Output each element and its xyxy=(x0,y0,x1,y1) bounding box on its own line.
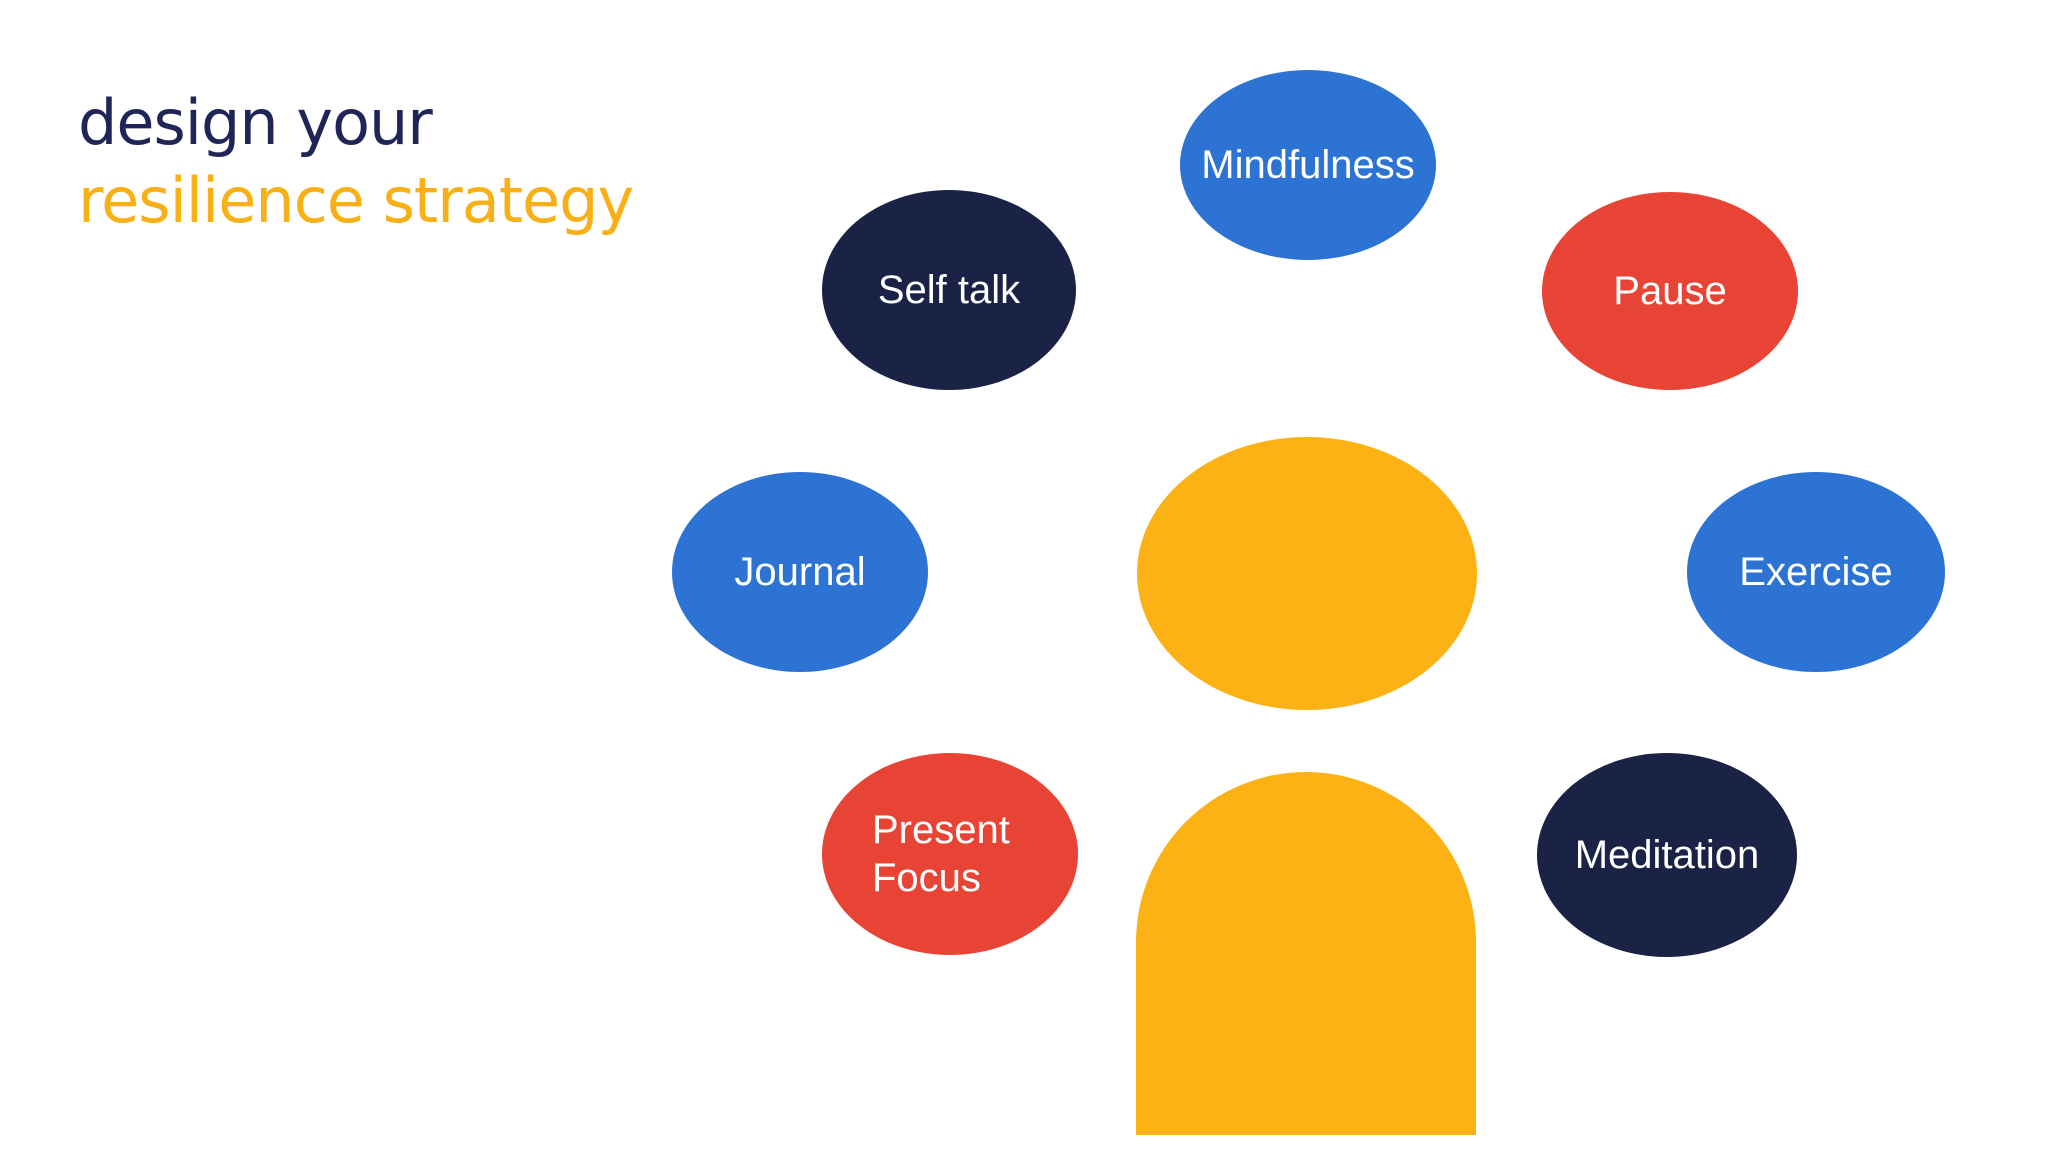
slide-title: design your resilience strategy xyxy=(78,84,634,240)
slide-title-line2: resilience strategy xyxy=(78,164,634,237)
bubble-meditation: Meditation xyxy=(1537,753,1797,957)
bubble-present-focus: Present Focus xyxy=(822,753,1078,955)
bubble-mindfulness: Mindfulness xyxy=(1180,70,1436,260)
person-head-shape xyxy=(1137,437,1477,710)
bubble-pause: Pause xyxy=(1542,192,1798,390)
bubble-exercise: Exercise xyxy=(1687,472,1945,672)
person-body-shape xyxy=(1136,772,1476,1135)
bubble-self-talk: Self talk xyxy=(822,190,1076,390)
bubble-journal: Journal xyxy=(672,472,928,672)
slide-title-line1: design your xyxy=(78,86,433,159)
